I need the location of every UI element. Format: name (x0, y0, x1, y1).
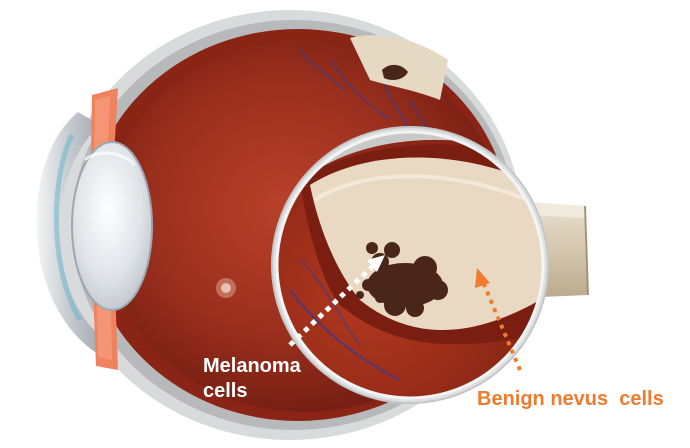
melanoma-label-line1: Melanoma (203, 354, 301, 379)
macula-spot (216, 278, 236, 298)
melanoma-label: Melanoma cells (203, 354, 301, 404)
melanoma-label-line2: cells (203, 379, 301, 404)
lens (72, 142, 152, 310)
benign-nevus-label: Benign nevus cells (477, 386, 664, 412)
